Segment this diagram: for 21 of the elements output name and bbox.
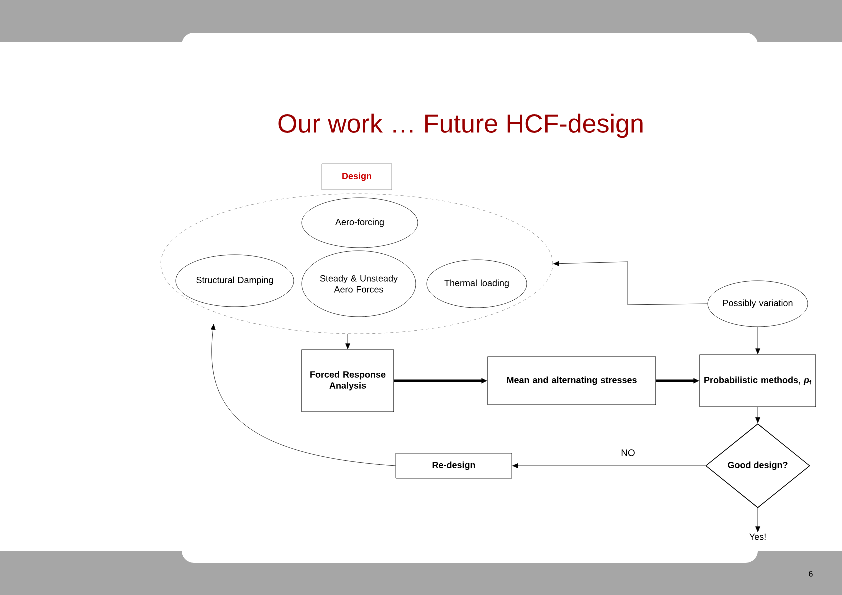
edge-label: NO — [620, 448, 636, 458]
slide-title: Our work … Future HCF-design — [278, 114, 643, 138]
process-box: Probabilistic methods, p$_{f}$ — [700, 354, 816, 408]
arrow — [756, 508, 760, 532]
arrow — [756, 327, 760, 354]
process-box: Re-design — [396, 453, 512, 479]
page-number: 6 — [809, 571, 813, 577]
arrow — [554, 261, 708, 306]
ellipse-node: Structural Damping — [176, 254, 294, 308]
node-label: Design — [342, 172, 372, 182]
ellipse-node: Aero-forcing — [302, 198, 418, 248]
arrow — [346, 334, 350, 350]
ellipse-node: Steady & Unsteady Aero Forces — [302, 250, 416, 318]
process-box: Mean and alternating stresses — [488, 356, 656, 406]
process-box: Forced Response Analysis — [302, 350, 394, 412]
arrow — [512, 464, 706, 468]
arrow — [756, 407, 760, 424]
arrow — [210, 324, 396, 466]
ellipse-node: Possibly variation — [708, 280, 808, 328]
result-text: Yes! — [750, 534, 766, 540]
ellipse-node: Thermal loading — [426, 260, 528, 308]
